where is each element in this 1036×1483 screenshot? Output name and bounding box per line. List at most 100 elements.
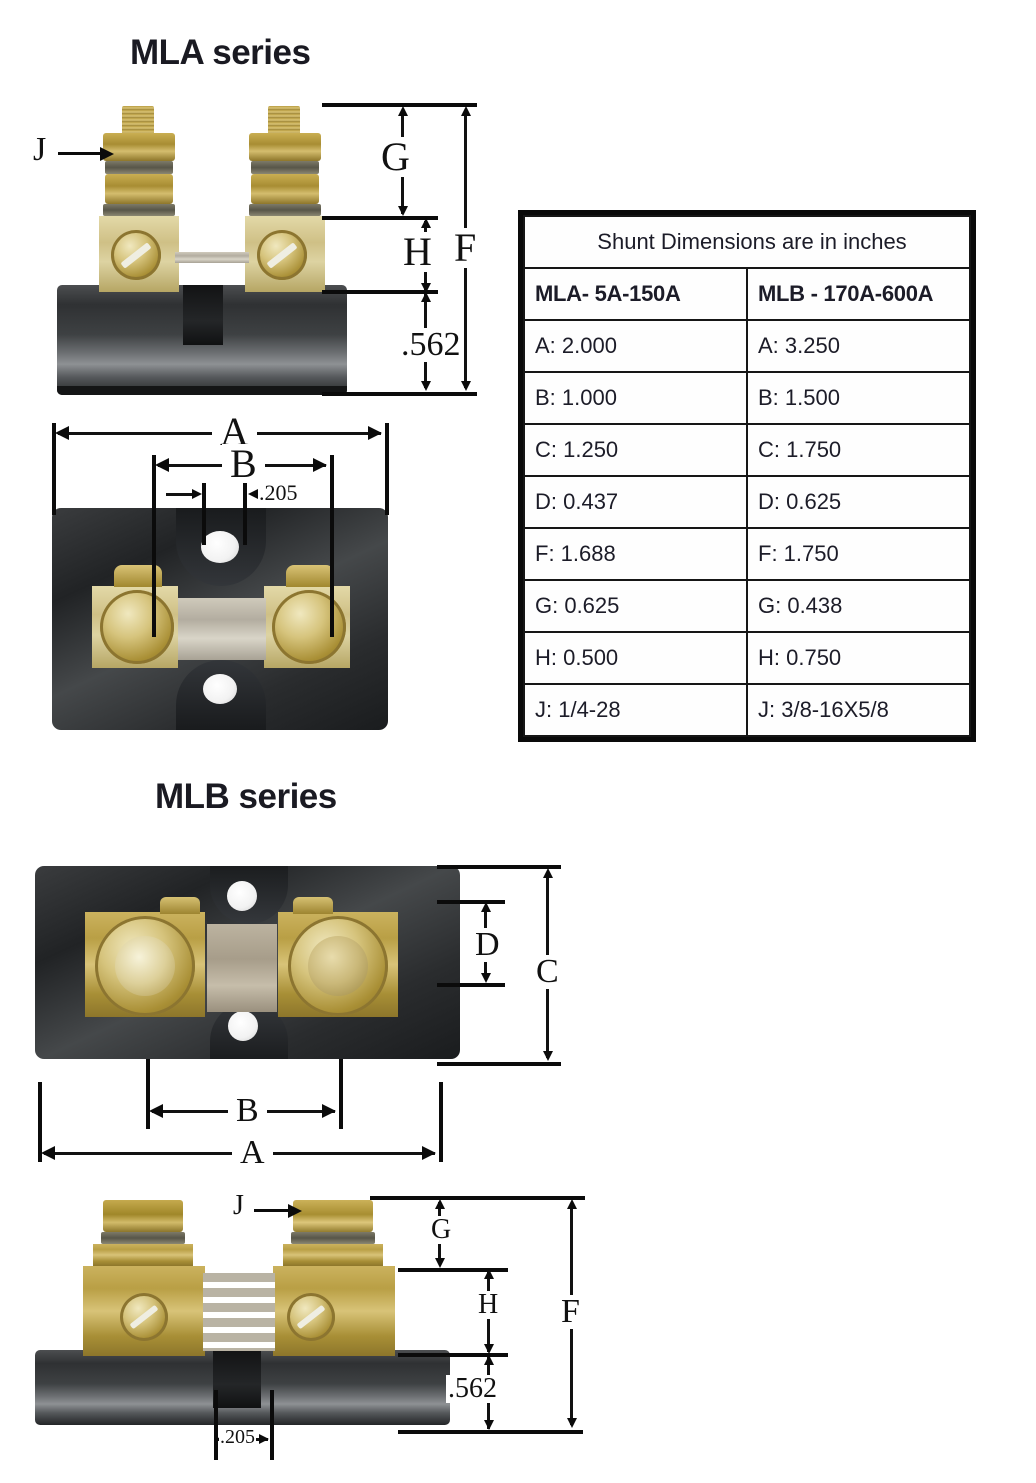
mla-562-lower-extension xyxy=(322,392,477,396)
mlb-side-left-screw xyxy=(120,1293,168,1341)
mla-side-right-washer xyxy=(251,161,319,174)
mlb-top-right-stud-top xyxy=(293,897,333,914)
mla-side-base-shadow xyxy=(57,386,347,395)
mlb-side-h-lower-extension xyxy=(398,1353,508,1357)
mlb-b-right-extension xyxy=(339,1059,343,1129)
mlb-side-label-f: F xyxy=(558,1295,583,1329)
table-caption-cell: Shunt Dimensions are in inches xyxy=(523,215,971,269)
cell-mla-c: C: 1.250 xyxy=(523,423,748,477)
mla-side-left-hexnut xyxy=(103,133,175,161)
mlb-side-view-photo xyxy=(35,1195,450,1425)
cell-mla-g: G: 0.625 xyxy=(523,579,748,633)
mla-side-right-hexnut2 xyxy=(251,174,319,204)
mlb-side-j-arrowhead xyxy=(288,1204,302,1218)
mla-side-left-washer2 xyxy=(103,204,175,216)
mlb-c-lower-extension xyxy=(437,1062,561,1066)
mlb-d-lower-extension xyxy=(437,983,505,987)
mlb-side-562-lower-extension xyxy=(398,1430,583,1434)
mla-562-arrow-up xyxy=(421,292,431,302)
mla-g-arrow-up xyxy=(398,106,408,116)
mlb-a-arrow-right xyxy=(422,1146,436,1160)
mla-top-right-stud-top xyxy=(286,565,334,587)
mlb-side-right-hexnut xyxy=(293,1200,373,1232)
mlb-side-shunt-strips xyxy=(203,1273,275,1351)
mla-side-left-screw xyxy=(111,230,161,280)
mlb-b-left-extension xyxy=(146,1059,150,1129)
mlb-top-right-nut-center xyxy=(308,936,368,996)
mla-a-right-extension xyxy=(385,423,389,515)
mla-top-left-nut xyxy=(100,590,174,664)
mla-side-right-hexnut xyxy=(249,133,321,161)
cell-mla-f: F: 1.688 xyxy=(523,527,748,581)
cell-mlb-d: D: 0.625 xyxy=(746,475,971,529)
cell-mlb-h: H: 0.750 xyxy=(746,631,971,685)
mlb-side-label-base-height: .562 xyxy=(446,1373,499,1404)
mla-side-right-screw xyxy=(257,230,307,280)
mla-side-left-washer xyxy=(105,161,173,174)
mla-top-shunt-element xyxy=(178,598,266,660)
mlb-side-label-j: J xyxy=(233,1190,244,1221)
mlb-205-right-extension xyxy=(270,1390,274,1460)
mlb-d-upper-extension xyxy=(437,900,505,904)
mla-side-label-j: J xyxy=(33,131,47,168)
cell-mlb-a: A: 3.250 xyxy=(746,319,971,373)
mla-series-title: MLA series xyxy=(130,33,311,72)
mla-205-left-leader xyxy=(166,493,196,496)
mla-top-lower-mount-hole xyxy=(203,674,237,704)
mlb-b-arrow-right xyxy=(322,1104,336,1118)
mla-b-arrow-right xyxy=(313,458,327,472)
cell-mla-j: J: 1/4-28 xyxy=(523,683,748,737)
mlb-a-right-extension xyxy=(439,1082,443,1162)
mlb-side-g-arrow-down xyxy=(435,1258,445,1268)
mlb-side-base-notch xyxy=(213,1350,261,1408)
mla-205-left-extension xyxy=(202,483,206,545)
mla-g-upper-extension xyxy=(322,103,477,107)
mlb-a-left-extension xyxy=(38,1082,42,1162)
mla-a-left-extension xyxy=(52,423,56,515)
mla-side-base-notch xyxy=(183,285,223,345)
mla-side-label-base-height: .562 xyxy=(399,326,463,363)
cell-mla-a: A: 2.000 xyxy=(523,319,748,373)
mlb-side-label-slot: .205 xyxy=(219,1426,256,1448)
mlb-side-g-arrow-up xyxy=(435,1199,445,1209)
mla-h-upper-extension xyxy=(322,216,438,220)
mla-f-arrow-up xyxy=(461,106,471,116)
mla-side-right-stud xyxy=(268,106,300,134)
mlb-top-left-stud-top xyxy=(160,897,200,914)
mla-b-arrow-left xyxy=(155,458,169,472)
mla-side-right-washer2 xyxy=(249,204,321,216)
mlb-top-shunt-element xyxy=(207,924,277,1012)
mlb-d-arrow-down xyxy=(481,973,491,983)
mla-205-arrow-left xyxy=(248,489,258,499)
mlb-top-label-b: B xyxy=(228,1094,267,1128)
dimensions-table-element: Shunt Dimensions are in inches MLA- 5A-1… xyxy=(523,215,971,737)
mlb-side-h-arrow-down xyxy=(484,1344,494,1354)
mla-f-arrow-down xyxy=(461,381,471,391)
cell-mla-h: H: 0.500 xyxy=(523,631,748,685)
mla-side-label-h: H xyxy=(400,232,435,272)
mla-562-arrow-down xyxy=(421,381,431,391)
mlb-side-right-collar xyxy=(283,1244,383,1266)
mla-side-left-hexnut2 xyxy=(105,174,173,204)
cell-mlb-j: J: 3/8-16X5/8 xyxy=(746,683,971,737)
mla-h-arrow-up xyxy=(421,218,431,228)
mlb-side-h-arrow-up xyxy=(484,1269,494,1279)
mlb-b-arrow-left xyxy=(149,1104,163,1118)
mla-g-arrow-down xyxy=(398,206,408,216)
mla-a-arrow-left xyxy=(55,426,69,440)
mla-side-left-stud xyxy=(122,106,154,134)
cell-mlb-b: B: 1.500 xyxy=(746,371,971,425)
mla-a-arrow-right xyxy=(368,426,382,440)
mlb-side-g-lower-extension xyxy=(398,1268,508,1272)
mlb-series-title: MLB series xyxy=(155,777,337,816)
mla-b-right-extension xyxy=(330,455,334,637)
mla-side-view-photo xyxy=(55,100,355,400)
mla-top-right-nut xyxy=(272,590,346,664)
mlb-top-left-nut-center xyxy=(115,936,175,996)
